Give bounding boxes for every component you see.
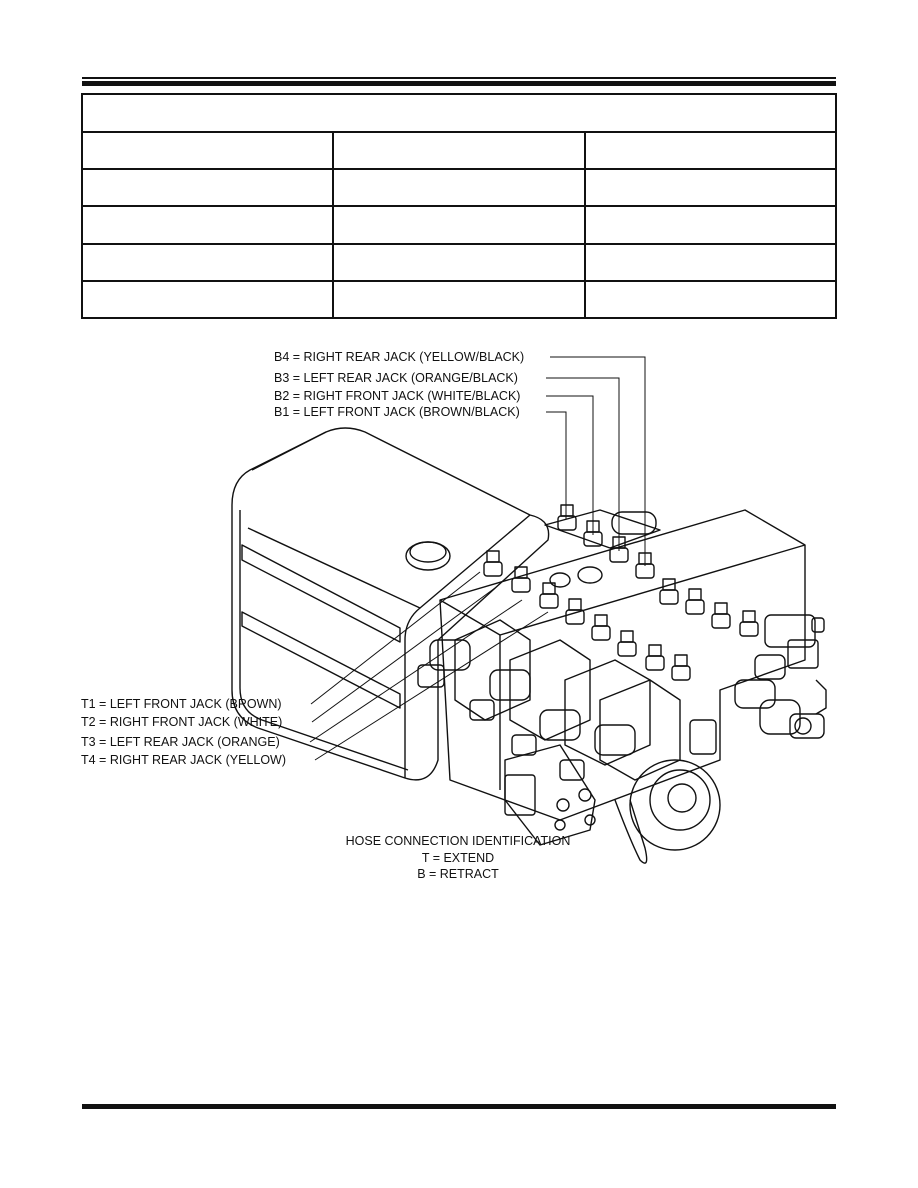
solenoid-stations bbox=[417, 619, 681, 781]
right-side-components bbox=[734, 614, 827, 739]
label-b3: B3 = LEFT REAR JACK (ORANGE/BLACK) bbox=[274, 371, 518, 385]
manual-release-lever bbox=[504, 744, 596, 846]
label-b4: B4 = RIGHT REAR JACK (YELLOW/BLACK) bbox=[274, 350, 524, 364]
table-row bbox=[80, 168, 838, 208]
legend-b-line: B = RETRACT bbox=[417, 867, 499, 881]
table-cell bbox=[80, 242, 335, 282]
valve-manifold bbox=[439, 509, 806, 864]
table-cell bbox=[80, 279, 335, 320]
table-row bbox=[80, 279, 838, 320]
table-row bbox=[80, 131, 838, 171]
table-row bbox=[80, 242, 838, 282]
table-cell bbox=[332, 279, 586, 320]
label-t4: T4 = RIGHT REAR JACK (YELLOW) bbox=[81, 753, 286, 767]
table-cell bbox=[583, 131, 838, 171]
reservoir-tank bbox=[231, 427, 550, 781]
header-rule-thin bbox=[82, 77, 836, 79]
table-cell bbox=[80, 131, 335, 171]
table-cell bbox=[583, 205, 838, 245]
legend-title: HOSE CONNECTION IDENTIFICATION bbox=[346, 834, 571, 848]
label-b1: B1 = LEFT FRONT JACK (BROWN/BLACK) bbox=[274, 405, 520, 419]
label-t2: T2 = RIGHT FRONT JACK (WHITE) bbox=[81, 715, 282, 729]
label-t3: T3 = LEFT REAR JACK (ORANGE) bbox=[81, 735, 280, 749]
leader-lines bbox=[309, 356, 646, 761]
header-rule-thick bbox=[82, 81, 836, 86]
table-cell bbox=[80, 168, 335, 208]
table-row bbox=[80, 205, 838, 245]
table-cell bbox=[332, 131, 586, 171]
spec-table bbox=[80, 92, 838, 320]
table-cell bbox=[583, 242, 838, 282]
footer-rule bbox=[82, 1104, 836, 1109]
table-cell bbox=[583, 168, 838, 208]
label-b2: B2 = RIGHT FRONT JACK (WHITE/BLACK) bbox=[274, 389, 520, 403]
table-header-row bbox=[81, 92, 837, 134]
table-cell bbox=[80, 205, 335, 245]
table-header-cell bbox=[81, 92, 837, 134]
legend-t-line: T = EXTEND bbox=[422, 851, 494, 865]
label-t1: T1 = LEFT FRONT JACK (BROWN) bbox=[81, 697, 282, 711]
table-cell bbox=[332, 205, 586, 245]
table-cell bbox=[332, 242, 586, 282]
table-cell bbox=[583, 279, 838, 320]
table-cell bbox=[332, 168, 586, 208]
